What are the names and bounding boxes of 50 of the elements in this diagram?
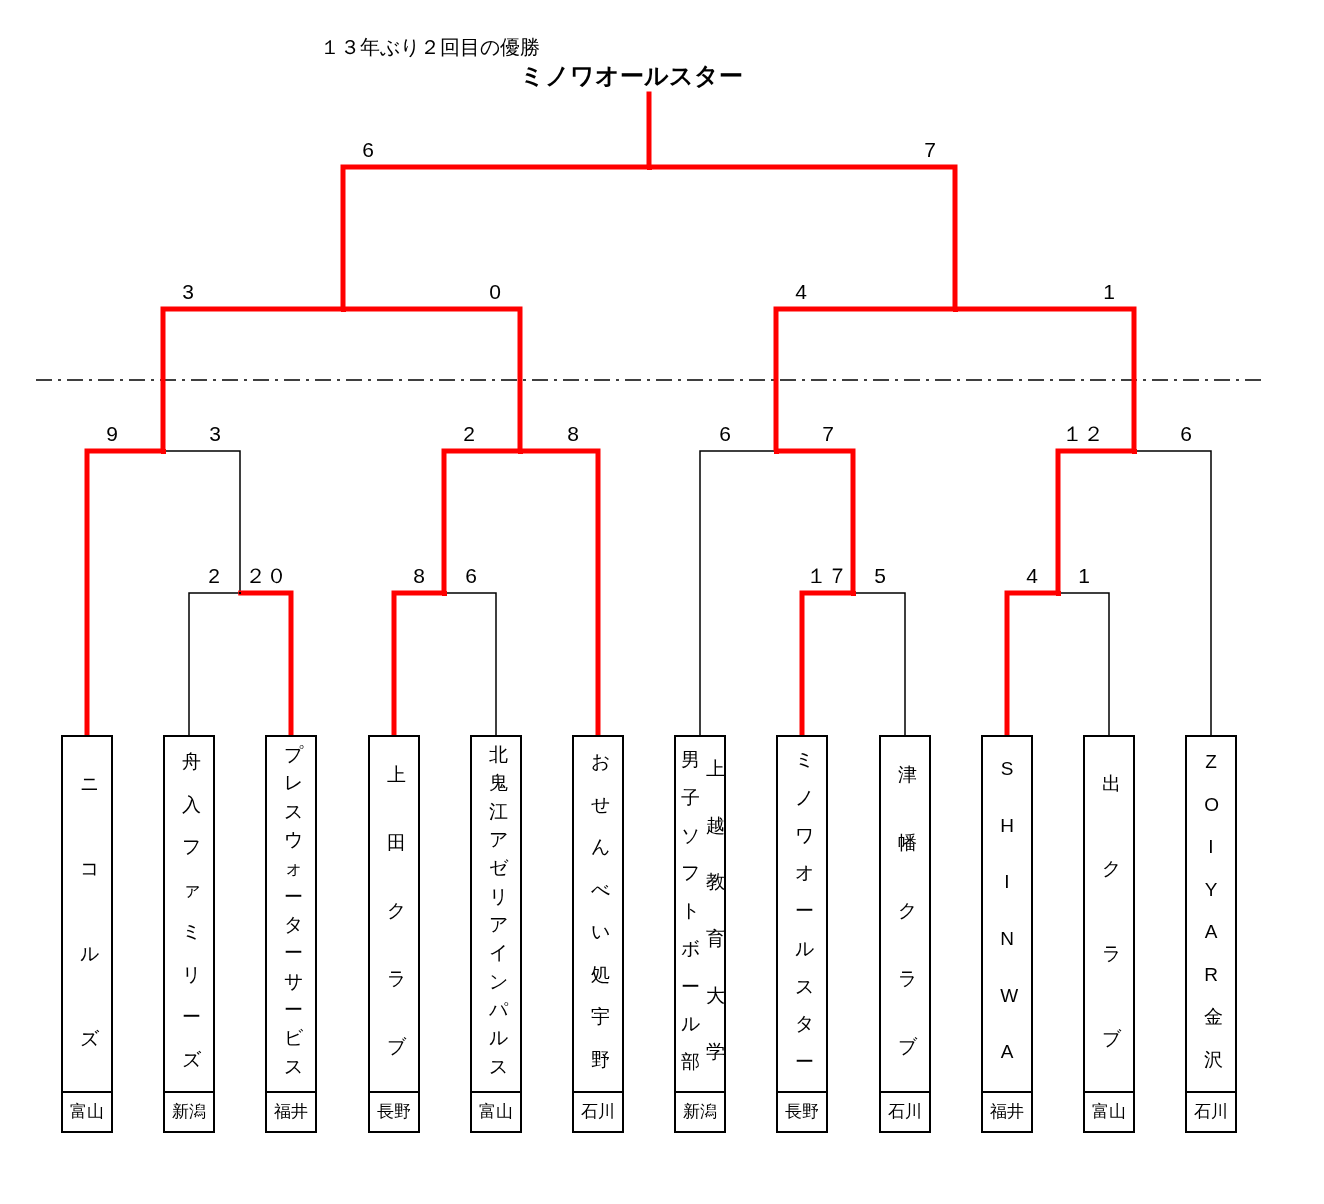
- prefecture-cell: 長野: [368, 1091, 420, 1133]
- bracket-line: [340, 164, 649, 309]
- bracket-line: [1055, 448, 1134, 593]
- prefecture-cell: 富山: [1083, 1091, 1135, 1133]
- bracket-line: [188, 592, 240, 736]
- prefecture-cell: 福井: [265, 1091, 317, 1133]
- bracket-line: [773, 306, 955, 451]
- result-note: １３年ぶり２回目の優勝: [320, 35, 540, 60]
- prefecture-cell: 新潟: [674, 1091, 726, 1133]
- team-name: ミノワオールスター: [794, 748, 815, 1075]
- team-name: 男子ソフトボール部: [680, 748, 700, 1075]
- bracket-line: [955, 306, 1137, 451]
- team-name: 上田クラブ: [386, 763, 407, 1059]
- bracket-line: [854, 592, 906, 736]
- prefecture-cell: 富山: [470, 1091, 522, 1133]
- team-name: おせんべい処宇野: [590, 750, 611, 1072]
- bracket-line: [646, 91, 652, 167]
- team-name: ZOIYAR金沢: [1203, 750, 1224, 1072]
- team-name: SHINWA: [999, 757, 1020, 1065]
- bracket-line: [164, 450, 241, 593]
- bracket-line: [160, 306, 343, 451]
- team-name: 舟入ファミリーズ: [181, 750, 202, 1072]
- team-name: 出クラブ: [1101, 772, 1122, 1051]
- bracket-line: [238, 590, 294, 738]
- team-name: 上越教育大学: [704, 757, 725, 1065]
- prefecture-cell: 石川: [572, 1091, 624, 1133]
- prefecture-cell: 長野: [776, 1091, 828, 1133]
- prefecture-cell: 石川: [879, 1091, 931, 1133]
- bracket-line: [649, 164, 958, 309]
- bracket-line: [343, 306, 523, 451]
- team-name: 北鬼江アゼリアインパルス: [488, 743, 509, 1079]
- bracket-line: [1135, 450, 1212, 736]
- team-name: 津幡クラブ: [897, 763, 918, 1059]
- bracket-line: [799, 590, 853, 738]
- bracket-line: [520, 448, 601, 738]
- prefecture-cell: 福井: [981, 1091, 1033, 1133]
- bracket-line: [84, 448, 163, 738]
- team-name: ニコルズ: [79, 772, 100, 1051]
- champion-name: ミノワオールスター: [520, 61, 743, 91]
- bracket-line: [391, 590, 444, 738]
- prefecture-cell: 石川: [1185, 1091, 1237, 1133]
- prefecture-cell: 富山: [61, 1091, 113, 1133]
- bracket-line: [1059, 592, 1110, 736]
- bracket-line: [776, 448, 856, 593]
- bracket-line: [1004, 590, 1058, 738]
- bracket-line: [699, 450, 775, 736]
- team-name: プレスウォーターサービス: [283, 743, 304, 1079]
- bracket-line: [445, 592, 497, 736]
- bracket-line: [441, 448, 520, 593]
- prefecture-cell: 新潟: [163, 1091, 215, 1133]
